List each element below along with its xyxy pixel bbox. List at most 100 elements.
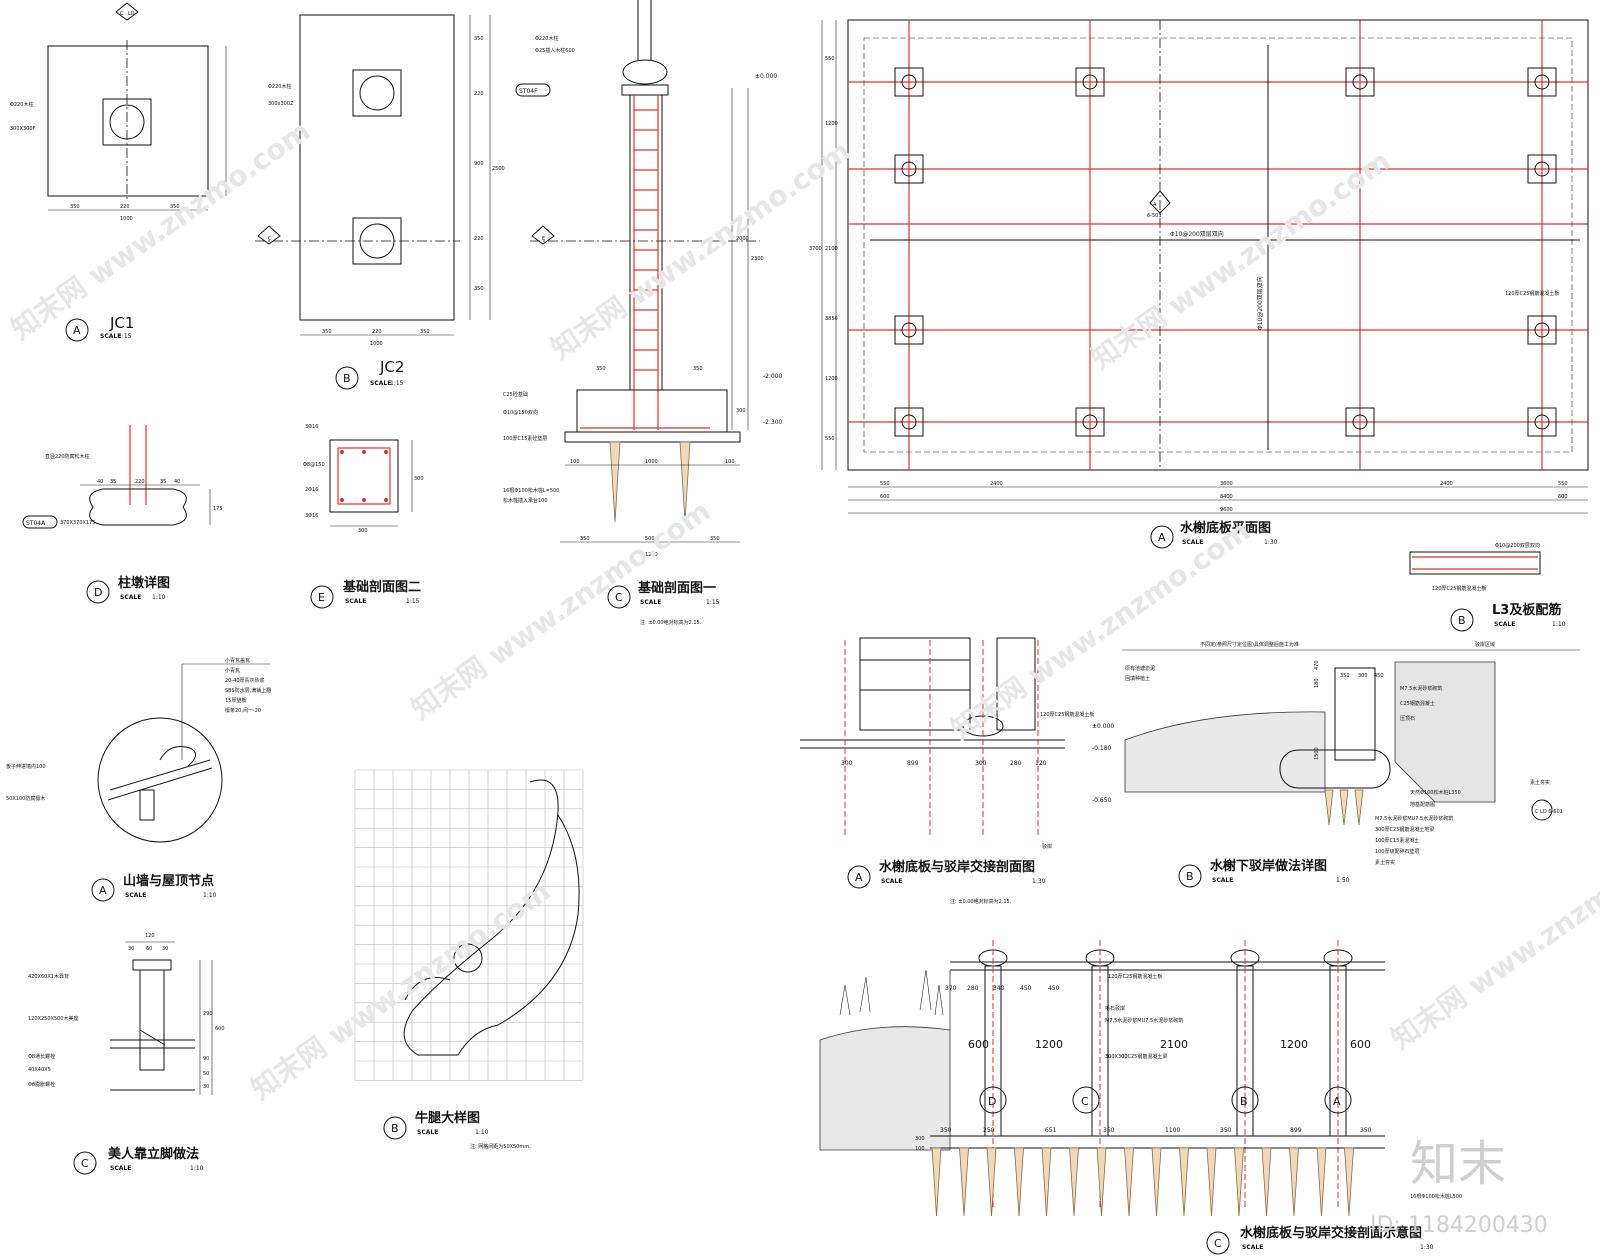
- dim: 350: [1360, 1127, 1372, 1134]
- dim: 120: [1035, 760, 1047, 767]
- note: 小青瓦盖瓦: [225, 657, 250, 664]
- note: 驳岸: [1042, 843, 1052, 850]
- dim: 2400: [990, 481, 1003, 487]
- dim: 350: [420, 329, 430, 335]
- dim: 120: [145, 933, 155, 939]
- drawing-letter: A: [99, 884, 107, 897]
- note: Φ220木柱: [268, 83, 291, 90]
- note: 驳岸区域: [1475, 641, 1495, 648]
- axis-label: B: [1240, 1095, 1248, 1108]
- rebar-grid: [848, 20, 1588, 470]
- drawing-deck-plan: A 6-503 Φ10@200双层双向 Φ10@200双层双向 120厚C25钢…: [809, 19, 1589, 549]
- rebar-cage: [580, 95, 710, 430]
- dim: 3700: [809, 246, 822, 252]
- dim: 175: [213, 506, 223, 512]
- note: 100厚级配碎石垫层: [1375, 848, 1420, 855]
- dim: 1200: [645, 552, 658, 558]
- note: Φ8通长螺栓: [28, 1053, 55, 1060]
- dim: 220: [372, 329, 382, 335]
- note: 50X100防腐檩木: [6, 795, 45, 802]
- scale-value: 1:50: [1336, 877, 1350, 884]
- scale-label: SCALE: [345, 598, 366, 605]
- note: Φ8@150: [303, 462, 325, 468]
- timber-pile: [1124, 1147, 1134, 1217]
- tag-c-ld: C LD 6-601: [1535, 809, 1563, 815]
- drawing-title: 水榭底板与驳岸交接剖面图: [879, 859, 1035, 875]
- dim: 180: [1314, 678, 1320, 688]
- mark-c-left: C: [268, 236, 272, 242]
- dim: 550: [825, 436, 835, 442]
- dim: 450: [1020, 985, 1032, 992]
- drawing-jc2: C 350 220 350 1000 350 220 900 220 350 2…: [255, 14, 505, 390]
- dim: 600: [968, 1038, 989, 1051]
- dim: 35: [110, 479, 116, 485]
- dim: 1000: [645, 459, 658, 465]
- dim: 350: [1340, 673, 1350, 679]
- note: Φ220木柱: [10, 101, 33, 108]
- dim: 300: [975, 760, 987, 767]
- dim: 220: [135, 479, 145, 485]
- drawing-letter: A: [855, 871, 863, 884]
- bracket-grid: [354, 769, 584, 1081]
- dim: 2400: [1440, 481, 1453, 487]
- scale-value: 1:30: [1032, 878, 1046, 885]
- note: 20-40厚青灰砂浆: [225, 677, 265, 684]
- dim: 2100: [1160, 1038, 1188, 1051]
- timber-pile: [1096, 1147, 1107, 1217]
- scale-label: SCALE: [1494, 621, 1515, 628]
- pile-row: [931, 1147, 1354, 1217]
- drawing-title: 水榭下驳岸做法详图: [1210, 858, 1327, 874]
- drawing-title: 基础剖面图一: [637, 580, 716, 596]
- drawing-letter: B: [343, 372, 351, 385]
- timber-pile: [1344, 1147, 1354, 1217]
- scale-value: 1:10: [1552, 621, 1566, 628]
- dim: 2100: [825, 246, 838, 252]
- timber-pile: [1261, 1147, 1272, 1217]
- scale-label: SCALE: [110, 1165, 131, 1172]
- note: 100厚C15素混凝土: [1375, 837, 1419, 844]
- dim: 1200: [1035, 1038, 1063, 1051]
- dim: 3850: [825, 316, 838, 322]
- note: 回填种植土: [1125, 675, 1150, 682]
- watermark: 知末网 www.znzmo.com: [5, 114, 316, 346]
- dim: 550: [880, 481, 890, 487]
- tag-st04f: ST04F: [519, 88, 538, 95]
- note: C25钢筋混凝土: [1400, 700, 1435, 707]
- drawing-letter: B: [1186, 870, 1194, 883]
- note: 420X60X1木靠背: [28, 973, 69, 980]
- dim: 1200: [825, 376, 838, 382]
- note: 地基配筋图: [1410, 801, 1435, 808]
- note: M7.5水泥砂浆砌筑: [1400, 685, 1442, 692]
- note: 2Φ16: [305, 487, 318, 493]
- dim: 900: [474, 161, 484, 167]
- dim: 350: [322, 329, 332, 335]
- dim: 651: [1045, 1127, 1057, 1134]
- timber-pile: [986, 1147, 997, 1217]
- note: 120X250X500木美座: [28, 1015, 78, 1022]
- timber-pile: [1179, 1147, 1189, 1217]
- watermark: 知末网 www.znzmo.com: [405, 494, 716, 726]
- dim: 470: [1314, 660, 1320, 670]
- dim: 8400: [1220, 494, 1233, 500]
- drawing-jc1: C LD 350 220 350 1000 Φ220木柱 300X300F A …: [10, 2, 227, 342]
- dim: 30: [128, 946, 134, 952]
- dim: 100: [725, 459, 735, 465]
- drawing-letter: D: [94, 586, 102, 599]
- dim: 450: [1048, 985, 1060, 992]
- note: SBS防水层,满铺上翻: [225, 687, 271, 694]
- drawing-bracket: B 牛腿大样图 SCALE 1:10 注: 网格间距为50X50mm.: [354, 769, 584, 1150]
- drawing-junction-a: 300 899 300 280 120 ±0.000 -0.180 -0.650…: [800, 637, 1114, 905]
- drawing-title: 美人靠立脚做法: [108, 1146, 199, 1162]
- note: 16根Φ100松木桩L=500: [503, 487, 559, 494]
- dim: 350: [70, 204, 80, 210]
- mark-ld: LD: [128, 11, 135, 17]
- drawing-letter: C: [81, 1157, 89, 1170]
- note: 檩条20,间一-20: [225, 707, 261, 714]
- drawing-junction-c: 370 280 340 450 450 600 1200 2100 1200 6…: [819, 940, 1462, 1255]
- note: Φ8膨胀螺栓: [28, 1081, 55, 1088]
- drawing-letter: A: [73, 324, 81, 337]
- dim: 300: [1358, 673, 1368, 679]
- dim: 220: [120, 204, 130, 210]
- note: 板子伸进墙内100: [6, 763, 46, 770]
